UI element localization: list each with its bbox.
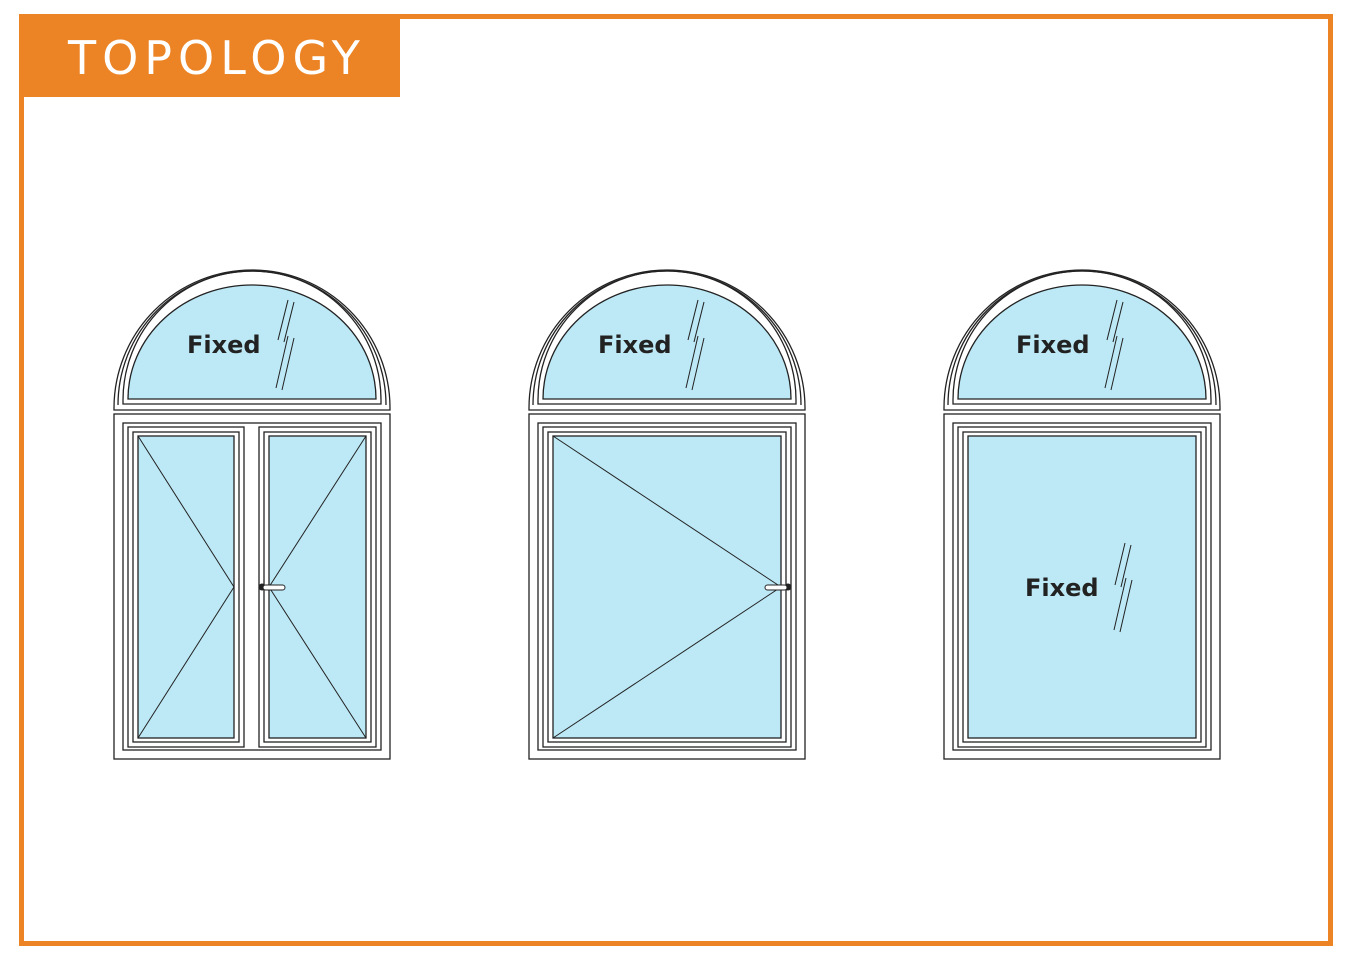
window-3: Fixed Fixed bbox=[943, 269, 1221, 760]
window-2: Fixed bbox=[528, 269, 806, 760]
window-2-arch: Fixed bbox=[528, 269, 806, 411]
window-1-arch-label: Fixed bbox=[187, 331, 261, 359]
window-1-arch: Fixed bbox=[113, 269, 391, 411]
window-3-arch: Fixed bbox=[943, 269, 1221, 411]
window-1-body bbox=[113, 413, 391, 760]
window-2-handle-icon bbox=[764, 583, 792, 591]
window-2-arch-label: Fixed bbox=[598, 331, 672, 359]
window-1: Fixed bbox=[113, 269, 391, 760]
page-title: TOPOLOGY bbox=[68, 31, 366, 85]
window-3-arch-label: Fixed bbox=[1016, 331, 1090, 359]
window-1-handle-icon bbox=[258, 583, 286, 591]
title-banner: TOPOLOGY bbox=[24, 19, 400, 97]
window-3-body: Fixed bbox=[943, 413, 1221, 760]
window-2-body bbox=[528, 413, 806, 760]
window-3-panel-label: Fixed bbox=[1025, 574, 1099, 602]
